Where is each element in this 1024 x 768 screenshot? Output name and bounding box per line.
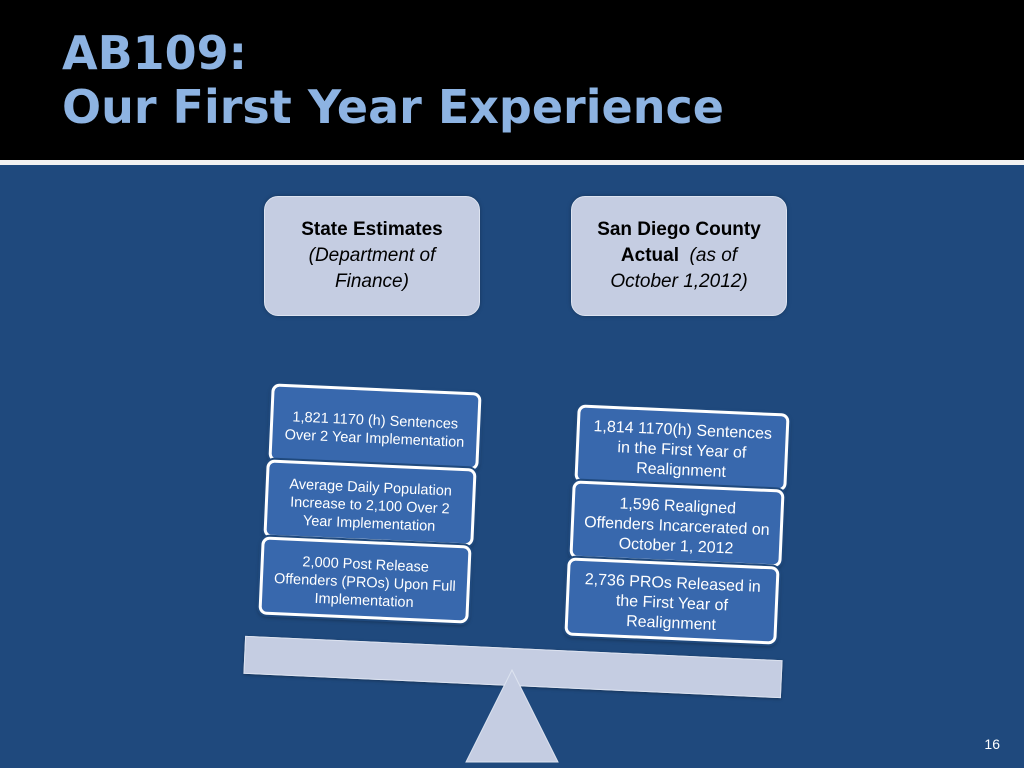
- page-number: 16: [984, 736, 1000, 752]
- county-actual-label-2: Actual: [620, 245, 679, 266]
- right-stack-item-2-text: 1,596 Realigned Offenders Incarcerated o…: [583, 495, 770, 558]
- left-stack-item-2-text: Average Daily Population Increase to 2,1…: [289, 476, 453, 535]
- county-actual-line-2: Actual (as of: [621, 245, 737, 266]
- title-bar: [0, 0, 1024, 160]
- left-stack-item-3: 2,000 Post Release Offenders (PROs) Upon…: [258, 536, 472, 624]
- slide-title-line-1: AB109:: [62, 26, 248, 80]
- left-stack-item-1: 1,821 1170 (h) Sentences Over 2 Year Imp…: [268, 383, 482, 471]
- county-actual-label: San Diego County: [597, 219, 761, 240]
- county-actual-date-prefix: (as of: [689, 245, 738, 266]
- left-stack-item-2: Average Daily Population Increase to 2,1…: [263, 459, 477, 547]
- title-divider: [0, 160, 1024, 165]
- right-stack-item-2: 1,596 Realigned Offenders Incarcerated o…: [569, 480, 785, 568]
- state-estimates-label: State Estimates: [301, 219, 443, 240]
- county-actual-date: October 1,2012): [610, 271, 748, 292]
- slide-title-line-2: Our First Year Experience: [62, 80, 724, 134]
- state-estimates-source: (Department of Finance): [308, 245, 436, 292]
- left-stack-item-3-text: 2,000 Post Release Offenders (PROs) Upon…: [273, 554, 457, 612]
- state-estimates-header: State Estimates (Department of Finance): [264, 196, 480, 316]
- slide-title: AB109: Our First Year Experience: [62, 26, 724, 134]
- right-stack-item-1: 1,814 1170(h) Sentences in the First Yea…: [574, 404, 790, 492]
- right-stack-item-3: 2,736 PROs Released in the First Year of…: [564, 557, 780, 645]
- right-stack-item-1-text: 1,814 1170(h) Sentences in the First Yea…: [593, 418, 773, 481]
- right-stack-item-3-text: 2,736 PROs Released in the First Year of…: [584, 571, 762, 634]
- fulcrum-triangle: [465, 668, 559, 763]
- county-actual-header: San Diego County Actual (as of October 1…: [571, 196, 787, 316]
- left-stack-item-1-text: 1,821 1170 (h) Sentences Over 2 Year Imp…: [284, 409, 465, 451]
